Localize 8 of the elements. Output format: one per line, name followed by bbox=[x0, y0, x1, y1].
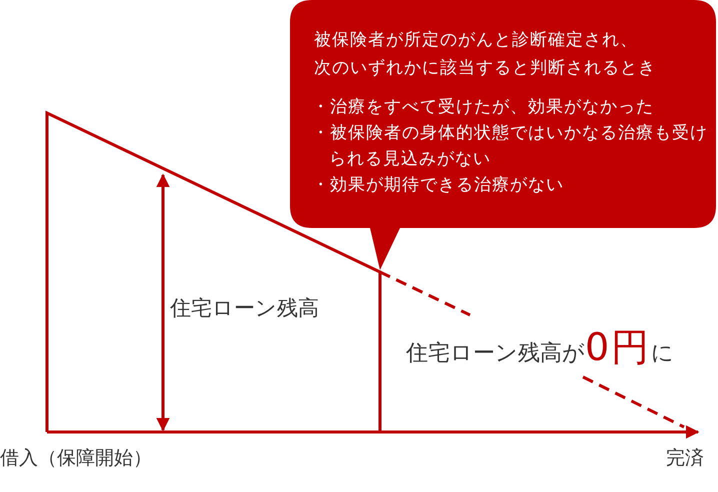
zero-balance-note: 住宅ローン残高が0円に bbox=[406, 328, 674, 368]
start-label: 借入（保障開始） bbox=[0, 446, 152, 471]
condition-item: ・治療をすべて受けたが、効果がなかった bbox=[312, 96, 655, 119]
condition-item: ・効果が期待できる治療がない bbox=[312, 174, 565, 197]
balance-label: 住宅ローン残高 bbox=[170, 295, 319, 322]
condition-item: ・被保険者の身体的状態ではいかなる治療も受けられる見込みがない bbox=[312, 122, 709, 171]
callout-heading: 被保険者が所定のがんと診断確定され、次のいずれかに該当すると判断されるとき bbox=[314, 29, 657, 80]
end-label: 完済 bbox=[666, 446, 704, 471]
